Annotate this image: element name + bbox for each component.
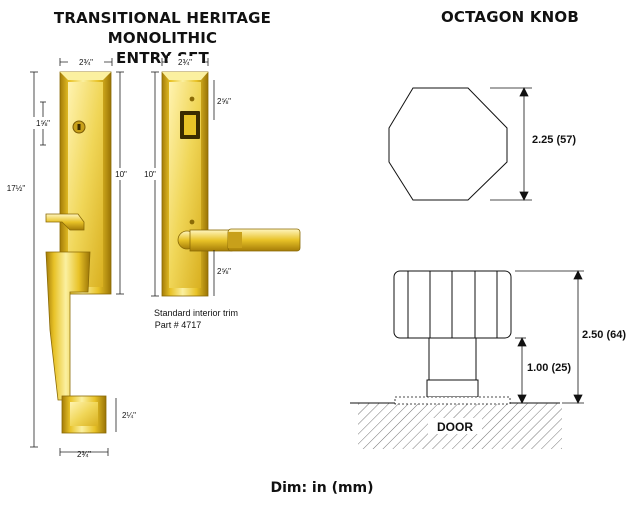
knob-face-width-label: 2.25 (57) (532, 134, 576, 146)
knob-side-view (393, 270, 512, 398)
interior-escutcheon (161, 71, 209, 297)
knob-title: OCTAGON KNOB (440, 8, 580, 26)
knob-overall-height-label: 2.50 (64) (582, 329, 626, 341)
knob-height-dimensions (515, 270, 584, 404)
knob-stem-height-label: 1.00 (25) (527, 362, 571, 374)
front-plate-height-label: 10" (115, 170, 127, 179)
deadbolt-offset-label: 1⅝" (36, 119, 50, 128)
units-footer: Dim: in (mm) (270, 480, 374, 496)
bottom-width-label: 2¾" (77, 450, 91, 459)
interior-lever (189, 228, 301, 252)
door-label: DOOR (437, 420, 473, 434)
product-title: TRANSITIONAL HERITAGE MONOLITHIC ENTRY S… (0, 8, 325, 68)
interior-top-width-label: 2¾" (178, 58, 192, 67)
front-top-width-label: 2¾" (79, 58, 93, 67)
grip-handle (45, 251, 107, 434)
overall-height-label: 17½" (7, 184, 26, 193)
knob-face-dimension (490, 87, 532, 201)
interior-trim-caption: Standard interior trim (154, 308, 238, 318)
interior-top-offset-label: 2⅝" (217, 97, 231, 106)
grip-base-height-label: 2¼" (122, 411, 136, 420)
interior-bottom-offset-label: 2⅝" (217, 267, 231, 276)
interior-plate-height-label: 10" (144, 170, 156, 179)
door-surface (350, 396, 562, 449)
front-dimensions (30, 58, 124, 456)
interior-trim-part: Part # 4717 (155, 320, 202, 330)
thumb-lever (45, 213, 85, 231)
octagon-face-view (388, 87, 508, 201)
product-title-line1: TRANSITIONAL HERITAGE MONOLITHIC (53, 9, 272, 47)
